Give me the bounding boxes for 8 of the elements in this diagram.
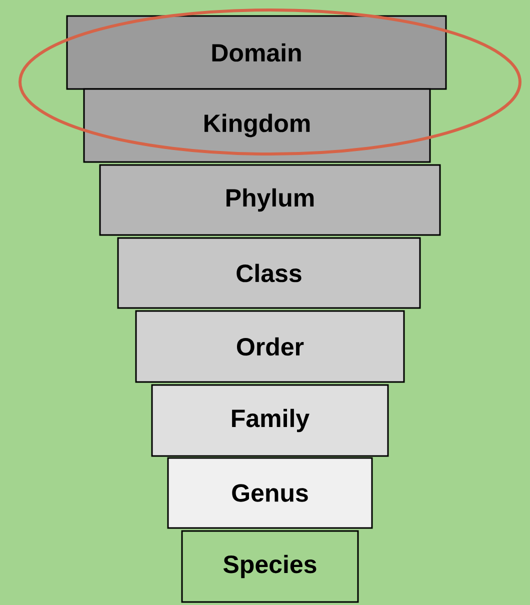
rank-box: Kingdom [83, 88, 431, 163]
rank-box: Species [181, 530, 359, 603]
rank-box: Domain [66, 15, 447, 90]
rank-box: Family [151, 384, 389, 457]
rank-box: Order [135, 310, 405, 383]
rank-box: Class [117, 237, 421, 309]
rank-box: Genus [167, 457, 373, 529]
rank-box: Phylum [99, 164, 441, 236]
